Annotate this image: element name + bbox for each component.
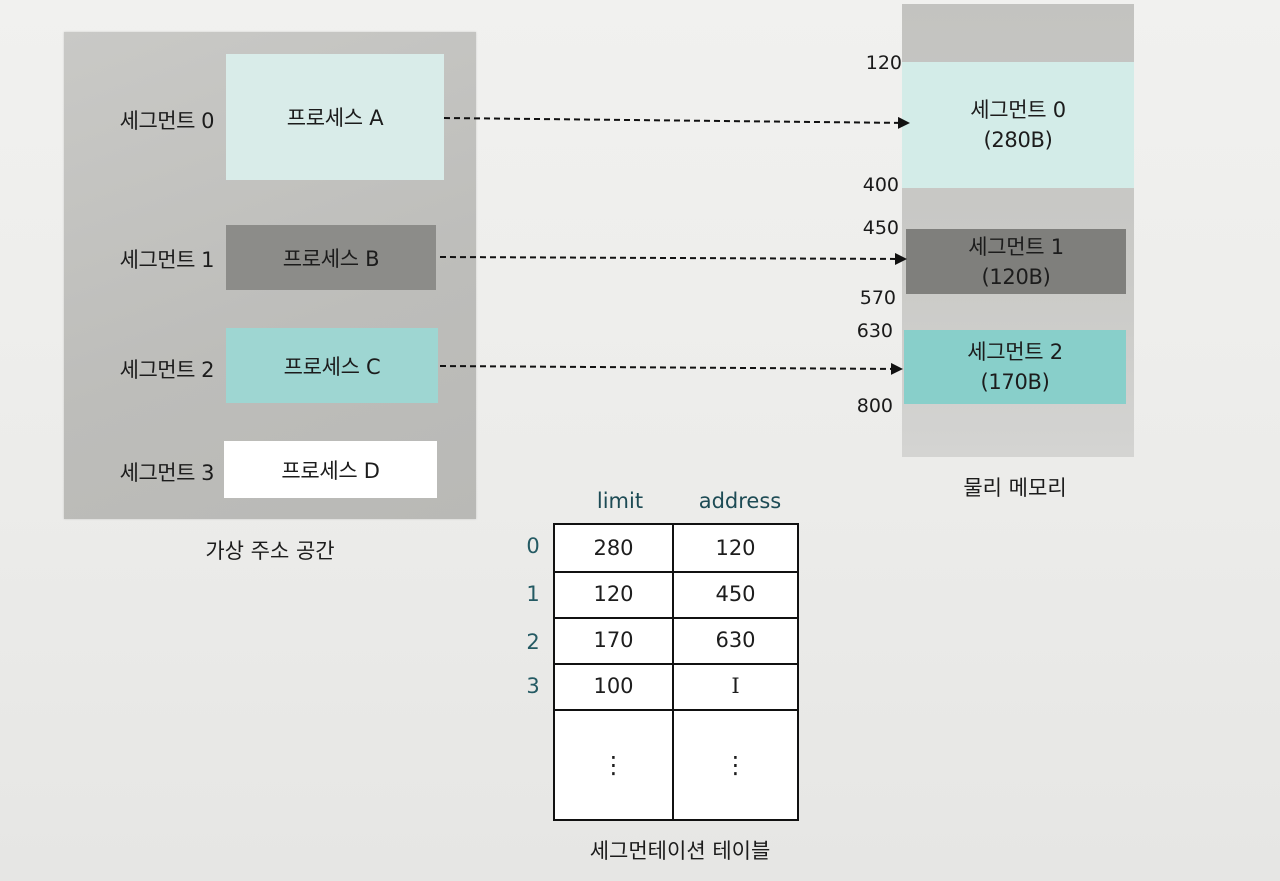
row-index-2: 2 (526, 630, 540, 654)
virtual-address-space-panel: 세그먼트 0 프로세스 A 세그먼트 1 프로세스 B 세그먼트 2 프로세스 … (64, 32, 476, 519)
memory-block-2-size: (170B) (980, 370, 1050, 394)
address-label-120: 120 (865, 52, 902, 74)
physical-memory-column: 세그먼트 0 (280B) 세그먼트 1 (120B) 세그먼트 2 (170B… (902, 4, 1134, 457)
virtual-segment-1-label: 세그먼트 1 (119, 248, 215, 272)
memory-block-segment-1: 세그먼트 1 (120B) (906, 229, 1126, 294)
table-row: 120 450 (555, 571, 797, 619)
table-header-limit: limit (596, 489, 644, 513)
table-row-ellipsis: ⋮ ⋮ (555, 711, 797, 819)
memory-block-segment-0: 세그먼트 0 (280B) (902, 62, 1134, 188)
ellipsis-limit: ⋮ (601, 751, 626, 779)
table-row: 170 630 (555, 617, 797, 665)
table-cell-limit: 100 (593, 674, 634, 698)
arrow-segment-0 (443, 116, 910, 129)
virtual-address-space-caption: 가상 주소 공간 (205, 539, 335, 563)
memory-block-2-name: 세그먼트 2 (967, 340, 1063, 364)
virtual-segment-3-label: 세그먼트 3 (119, 461, 215, 485)
table-row: 280 120 (555, 525, 797, 573)
process-b-box: 프로세스 B (226, 225, 436, 290)
table-cell-limit: 280 (593, 536, 634, 560)
table-cell-address: I (731, 674, 740, 698)
address-label-570: 570 (859, 287, 896, 309)
physical-memory-caption: 물리 메모리 (963, 476, 1067, 500)
memory-block-1-name: 세그먼트 1 (968, 234, 1064, 259)
table-column-divider (672, 525, 674, 819)
memory-block-0-size: (280B) (983, 128, 1053, 152)
table-cell-limit: 170 (593, 628, 634, 652)
process-c-box: 프로세스 C (226, 328, 438, 403)
table-cell-address: 120 (715, 536, 756, 560)
process-d-box: 프로세스 D (224, 441, 437, 498)
row-index-3: 3 (526, 674, 540, 698)
table-header-address: address (698, 489, 782, 513)
process-a-box: 프로세스 A (226, 54, 444, 180)
address-label-400: 400 (862, 174, 899, 196)
table-cell-address: 630 (715, 628, 756, 652)
memory-block-0-name: 세그먼트 0 (970, 98, 1066, 122)
row-index-0: 0 (526, 534, 540, 558)
virtual-segment-0-label: 세그먼트 0 (119, 109, 215, 133)
row-index-1: 1 (526, 582, 540, 606)
arrow-segment-1 (439, 252, 907, 265)
virtual-segment-2-label: 세그먼트 2 (119, 358, 215, 382)
address-label-630: 630 (856, 320, 893, 342)
segmentation-table: 280 120 120 450 170 630 100 I ⋮ ⋮ (553, 523, 799, 821)
memory-block-1-size: (120B) (981, 264, 1051, 289)
ellipsis-address: ⋮ (723, 751, 748, 779)
address-label-800: 800 (856, 395, 893, 417)
memory-block-segment-2: 세그먼트 2 (170B) (904, 330, 1126, 404)
table-row: 100 I (555, 663, 797, 711)
table-cell-limit: 120 (593, 582, 634, 606)
address-label-450: 450 (862, 217, 899, 239)
table-cell-address: 450 (715, 582, 756, 606)
arrow-segment-2 (439, 362, 903, 375)
segmentation-table-caption: 세그먼테이션 테이블 (589, 839, 771, 863)
